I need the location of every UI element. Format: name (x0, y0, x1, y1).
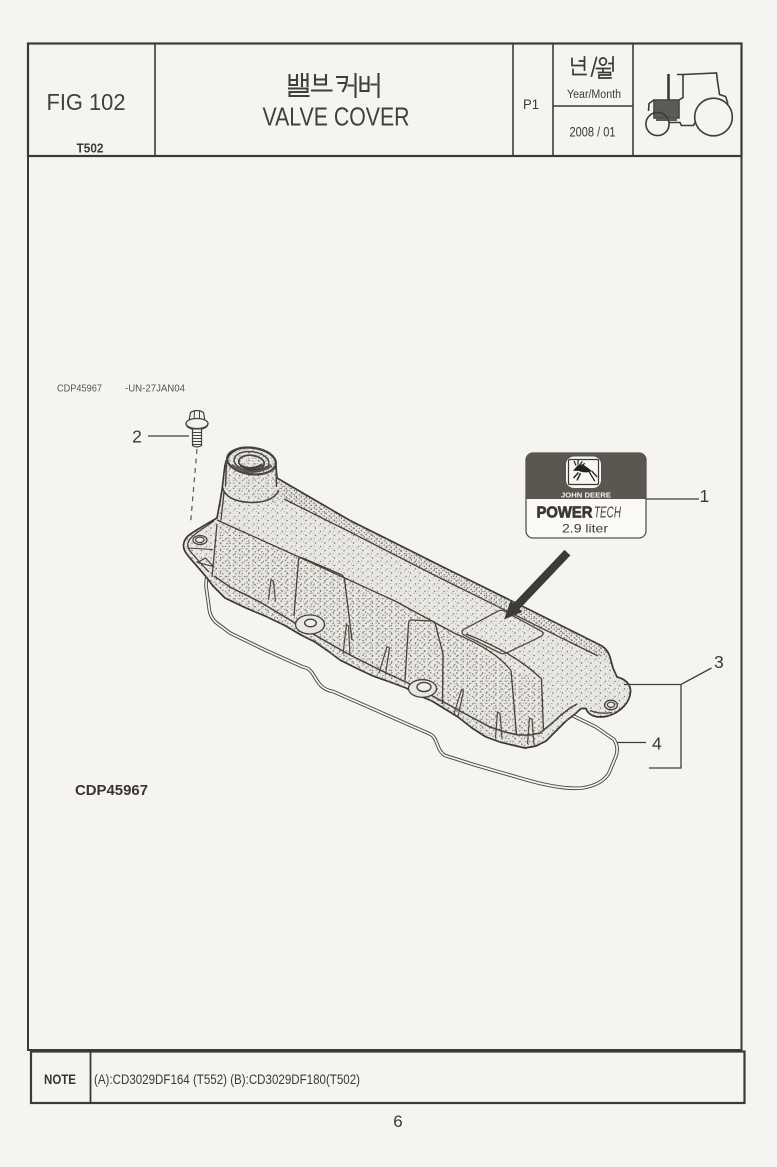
svg-text:P1: P1 (523, 97, 539, 112)
svg-text:2008 / 01: 2008 / 01 (570, 125, 616, 140)
svg-text:(A):CD3029DF164 (T552) (B):CD: (A):CD3029DF164 (T552) (B):CD3029DF180(T… (94, 1072, 360, 1087)
svg-text:T502: T502 (77, 141, 104, 156)
svg-text:NOTE: NOTE (44, 1072, 76, 1087)
svg-text:2.9 liter: 2.9 liter (562, 522, 608, 536)
svg-text:TECH: TECH (594, 505, 622, 522)
svg-text:CDP45967: CDP45967 (75, 782, 148, 799)
svg-text:Year/Month: Year/Month (567, 89, 621, 101)
svg-text:6: 6 (393, 1112, 402, 1131)
svg-text:JOHN DEERE: JOHN DEERE (561, 493, 611, 500)
svg-text:-UN-27JAN04: -UN-27JAN04 (125, 383, 185, 395)
svg-text:3: 3 (714, 652, 724, 672)
svg-text:4: 4 (652, 734, 662, 754)
svg-text:2: 2 (132, 427, 142, 447)
svg-text:POWER: POWER (537, 505, 593, 522)
svg-text:VALVE COVER: VALVE COVER (263, 102, 410, 132)
svg-text:FIG 102: FIG 102 (47, 89, 126, 115)
svg-text:1: 1 (700, 486, 710, 506)
svg-text:CDP45967: CDP45967 (57, 383, 102, 395)
